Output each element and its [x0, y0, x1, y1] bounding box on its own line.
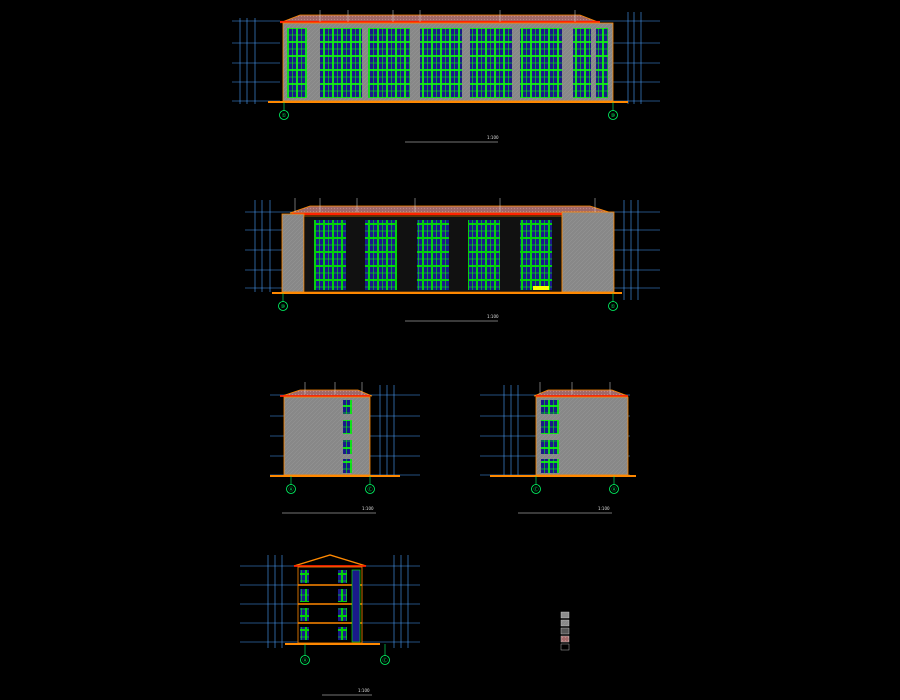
elevation-1-leaders — [319, 10, 576, 22]
elevation-2: ⑩ ① 1:100 — [245, 198, 660, 322]
elevation-2-axis-start: ⑩ — [281, 304, 286, 310]
elevation-2-axis-start-bubble — [278, 301, 288, 311]
elevation-2-wall-right — [561, 211, 615, 293]
legend-swatch-5 — [560, 643, 570, 651]
elevation-3-leaders — [304, 382, 363, 394]
elevation-4-leaders — [539, 382, 611, 394]
section-1: Ⓐ Ⓒ 1:100 — [240, 554, 420, 696]
elevation-4-axis-start-bubble — [531, 484, 541, 494]
elevation-1-scale: 1:100 — [487, 135, 499, 140]
section-1-slabs — [298, 584, 362, 624]
elevation-1-axis-start-bubble — [279, 110, 289, 120]
section-1-axis-end: Ⓒ — [382, 657, 387, 664]
elevation-4-scale: 1:100 — [598, 506, 610, 511]
section-1-axis-end-bubble — [380, 655, 390, 665]
elevation-4-windows — [541, 400, 559, 473]
elevation-3-axis-end: Ⓒ — [367, 486, 372, 493]
elevation-3-axis-end-bubble — [365, 484, 375, 494]
elevation-1-axis-end: ⑩ — [611, 113, 616, 119]
elevation-4: Ⓒ Ⓐ 1:100 — [480, 382, 636, 514]
elevation-2-scale: 1:100 — [487, 314, 499, 319]
elevation-4-axis-start: Ⓒ — [533, 486, 538, 493]
elevation-1-axis-start: ① — [282, 113, 287, 119]
elevation-1-windows — [287, 28, 608, 98]
elevation-3-scale: 1:100 — [362, 506, 374, 511]
section-1-roof — [293, 554, 367, 567]
elevation-1: ① ⑩ 1:100 — [232, 10, 660, 143]
elevation-2-axis-end: ① — [611, 304, 616, 310]
legend-swatch-2 — [560, 619, 570, 627]
legend-swatch-4 — [560, 635, 570, 643]
section-1-axis-start-bubble — [300, 655, 310, 665]
elevation-3-axis-start-bubble — [286, 484, 296, 494]
section-1-axis-start: Ⓐ — [302, 657, 307, 664]
section-1-openings — [300, 569, 361, 643]
elevation-2-axis-end-bubble — [608, 301, 618, 311]
elevation-2-entrance-marker — [533, 286, 549, 290]
material-legend — [560, 611, 570, 651]
elevation-2-wall-left — [281, 213, 305, 293]
elevation-4-axis-end-bubble — [609, 484, 619, 494]
elevation-1-axis-end-bubble — [608, 110, 618, 120]
elevation-3: Ⓐ Ⓒ 1:100 — [270, 382, 420, 514]
legend-swatch-3 — [560, 627, 570, 635]
elevation-2-windows — [314, 220, 552, 290]
legend-swatch-1 — [560, 611, 570, 619]
elevation-3-windows — [343, 400, 352, 473]
elevation-3-axis-start: Ⓐ — [288, 486, 293, 493]
elevation-2-dimensions-right — [610, 200, 660, 300]
elevation-3-wall — [283, 396, 371, 476]
elevation-4-axis-end: Ⓐ — [611, 486, 616, 493]
elevation-1-dimensions-left — [232, 18, 280, 104]
section-1-scale: 1:100 — [358, 688, 370, 693]
elevation-2-leaders — [294, 198, 596, 212]
